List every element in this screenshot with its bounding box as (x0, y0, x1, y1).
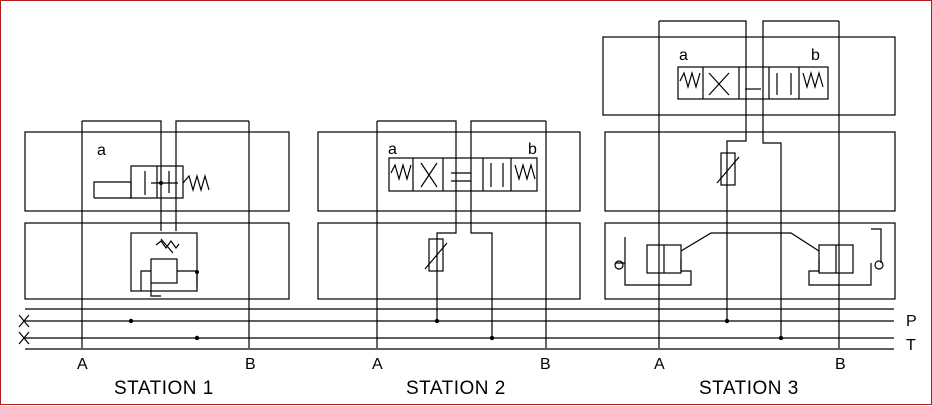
station-1-port-a-label: A (77, 356, 88, 373)
station-2-base-block (317, 222, 581, 300)
station-1-directional-valve (93, 165, 210, 199)
station-3-valve-block (604, 131, 896, 212)
station-2-label: STATION 2 (406, 378, 506, 399)
station-3-solenoid-b-label: b (811, 47, 820, 64)
station-1-port-b-label: B (245, 356, 256, 373)
station-3-pilot-line (680, 232, 820, 252)
rail-label-p: P (906, 313, 917, 330)
station-1-solenoid-a-label: a (97, 142, 106, 159)
station-3-flow-line (659, 20, 747, 321)
station-1 (24, 120, 290, 348)
station-3-pilot-check-valve-b (808, 228, 884, 286)
station-2-flow-line (470, 120, 546, 338)
rail-label-t: T (906, 337, 916, 354)
junction-dots (128, 181, 784, 341)
station-2 (317, 120, 581, 348)
rail-end-markers (18, 314, 30, 345)
station-3-label: STATION 3 (699, 378, 799, 399)
station-3-port-a-label: A (654, 356, 665, 373)
station-3-port-b-label: B (835, 356, 846, 373)
station-3-directional-valve (677, 66, 829, 100)
station-2-valve-block (317, 131, 581, 212)
station-2-flow-line (377, 120, 457, 321)
station-1-flow-line (175, 120, 249, 231)
station-3-solenoid-a-label: a (679, 47, 688, 64)
station-3-flow-control-valve (716, 152, 740, 186)
station-3-top-valve-block (602, 36, 896, 116)
station-1-base-block (24, 222, 290, 300)
station-2-port-b-label: B (540, 356, 551, 373)
station-3-flow-line (762, 20, 839, 338)
station-2-solenoid-b-label: b (528, 141, 537, 158)
station-3-pilot-check-valve-a (614, 237, 692, 286)
station-2-solenoid-a-label: a (388, 141, 397, 158)
station-1-pressure-relief-valve (130, 232, 198, 297)
station-2-flow-control-valve (424, 238, 448, 272)
station-1-label: STATION 1 (114, 378, 214, 399)
station-3 (602, 20, 896, 348)
station-2-port-a-label: A (372, 356, 383, 373)
station-3-base-block (604, 222, 896, 300)
supply-rails (18, 181, 894, 350)
station-1-valve-block (24, 131, 290, 212)
station-2-directional-valve (388, 157, 538, 192)
station-1-flow-line (82, 120, 162, 231)
